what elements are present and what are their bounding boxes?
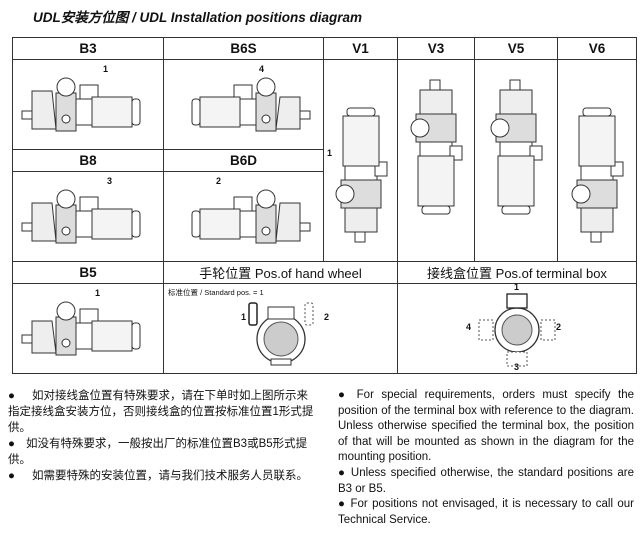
page-title: UDL安装方位图 / UDL Installation positions di…: [33, 10, 363, 25]
installation-positions-table: B3 B6S V1 V3 V5 V6 1 4 1 B8 B6D 3 2 B5 手…: [12, 37, 637, 374]
note-en-3: For positions not envisaged, it is neces…: [338, 498, 634, 526]
diagram-b5: 1: [12, 283, 164, 374]
header-b6s: B6S: [163, 37, 324, 60]
diagram-v5: [474, 59, 558, 262]
diagram-v6: [557, 59, 637, 262]
header-b3: B3: [12, 37, 164, 60]
callout-b8: 3: [107, 176, 113, 186]
notes-chinese: ●如对接线盒位置有特殊要求，请在下单时如上图所示来指定接线盒安装方位，否则接线盒…: [8, 390, 314, 482]
note-en-2: Unless specified otherwise, the standard…: [338, 466, 634, 495]
diagram-b8: 3: [12, 171, 164, 262]
header-v3: V3: [397, 37, 475, 60]
hand-wheel-pos-1: 1: [241, 312, 247, 322]
hand-wheel-pos-2: 2: [324, 312, 330, 322]
gearmotor-drawing: [13, 67, 163, 143]
callout-v1: 1: [327, 148, 333, 158]
standard-position-note: 标准位置 / Standard pos. = 1: [168, 288, 264, 297]
header-terminal-box: 接线盒位置 Pos.of terminal box: [397, 261, 637, 284]
note-cn-1: 如对接线盒位置有特殊要求，请在下单时如上图所示来指定接线盒安装方位，否则接线盒的…: [8, 390, 314, 434]
callout-b6d: 2: [216, 176, 222, 186]
gearmotor-drawing: [164, 67, 323, 143]
diagram-hand-wheel: 标准位置 / Standard pos. = 1 1 2: [163, 283, 398, 374]
terminal-box-pos-3: 3: [514, 362, 520, 372]
vertical-gearmotor-drawing: [324, 76, 397, 246]
diagram-terminal-box: 1 2 3 4: [397, 282, 637, 374]
diagram-b3: 1: [12, 59, 164, 150]
header-b6d: B6D: [163, 149, 324, 172]
header-v5: V5: [474, 37, 558, 60]
terminal-box-pos-1: 1: [514, 282, 520, 292]
gearmotor-drawing: [13, 291, 163, 367]
note-cn-3: 如需要特殊的安装位置，请与我们技术服务人员联系。: [32, 470, 308, 482]
header-b5: B5: [12, 261, 164, 284]
callout-b5: 1: [95, 288, 101, 298]
callout-b6s: 4: [259, 64, 265, 74]
terminal-box-pos-4: 4: [466, 322, 472, 332]
note-en-1: For special requirements, orders must sp…: [338, 389, 634, 464]
header-v6: V6: [557, 37, 637, 60]
callout-b3: 1: [103, 64, 109, 74]
diagram-v1: 1: [323, 59, 398, 262]
gearmotor-drawing: [13, 179, 163, 255]
note-cn-2: 如没有特殊要求，一般按出厂的标准位置B3或B5形式提供。: [8, 438, 308, 466]
header-hand-wheel: 手轮位置 Pos.of hand wheel: [163, 261, 398, 284]
notes-english: ● For special requirements, orders must …: [338, 389, 634, 526]
diagram-b6d: 2: [163, 171, 324, 262]
terminal-box-pos-2: 2: [556, 322, 562, 332]
diagram-v3: [397, 59, 475, 262]
vertical-gearmotor-drawing: [558, 76, 636, 246]
hand-wheel-end-view: [247, 301, 313, 365]
header-b8: B8: [12, 149, 164, 172]
gearmotor-drawing: [164, 179, 323, 255]
vertical-gearmotor-drawing: [475, 76, 557, 246]
terminal-box-end-view: [478, 292, 556, 366]
header-v1: V1: [323, 37, 398, 60]
diagram-b6s: 4: [163, 59, 324, 150]
vertical-gearmotor-drawing: [398, 76, 474, 246]
